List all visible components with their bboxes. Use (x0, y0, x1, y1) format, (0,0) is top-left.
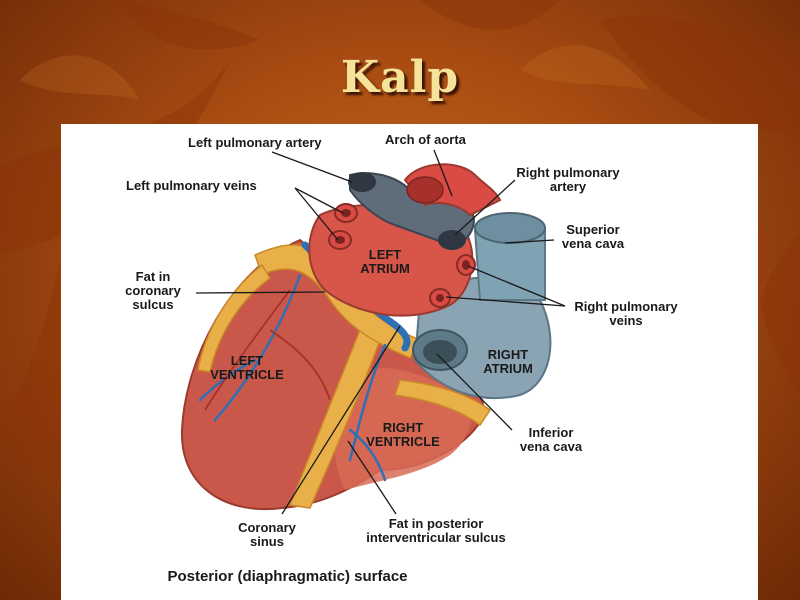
label-fat-in-coronary-sulcus: Fat in coronary sulcus (110, 270, 196, 312)
right-pulmonary-artery-opening (438, 230, 466, 250)
label-arch-of-aorta: Arch of aorta (385, 132, 466, 147)
label-right-ventricle: RIGHT VENTRICLE (354, 421, 452, 449)
left-pulmonary-artery-opening (348, 172, 376, 192)
label-right-ventricle-line2: VENTRICLE (366, 434, 440, 449)
leader-lines (195, 149, 566, 515)
label-fat-coronary-line2: coronary (125, 283, 181, 298)
label-right-ventricle-line1: RIGHT (382, 420, 424, 435)
label-right-pulmonary-veins-line1: Right pulmonary (574, 299, 678, 314)
label-inferior-vena-cava: Inferior vena cava (508, 426, 594, 454)
label-left-pulmonary-artery: Left pulmonary artery (188, 135, 322, 150)
label-right-pulmonary-veins: Right pulmonary veins (562, 300, 690, 328)
label-superior-vena-cava-line1: Superior (566, 222, 620, 237)
label-right-pulmonary-artery-line2: artery (549, 179, 587, 194)
slide-title: Kalp (340, 52, 460, 103)
label-left-atrium-line2: ATRIUM (360, 261, 410, 276)
label-fat-coronary-line1: Fat in (135, 269, 171, 284)
coronary-arteries (204, 289, 331, 411)
label-right-atrium-line2: ATRIUM (483, 361, 533, 376)
label-fat-in-posterior-interventricular-sulcus: Fat in posterior interventricular sulcus (350, 517, 522, 545)
label-left-ventricle-line2: VENTRICLE (210, 367, 284, 382)
label-right-atrium: RIGHT ATRIUM (472, 348, 544, 376)
inferior-vena-cava-lumen (423, 340, 457, 364)
label-superior-vena-cava: Superior vena cava (553, 223, 633, 251)
label-superior-vena-cava-line2: vena cava (561, 236, 625, 251)
label-inferior-vena-cava-line1: Inferior (528, 425, 574, 440)
label-right-pulmonary-veins-line2: veins (609, 313, 643, 328)
label-coronary-sinus-line1: Coronary (238, 520, 296, 535)
aorta-opening (406, 176, 444, 204)
label-left-ventricle-line1: LEFT (230, 353, 264, 368)
label-left-pulmonary-veins: Left pulmonary veins (126, 178, 257, 193)
fat-right-margin (394, 379, 492, 427)
diagram-caption: Posterior (diaphragmatic) surface (167, 568, 408, 585)
label-right-pulmonary-artery-line1: Right pulmonary (516, 165, 620, 180)
label-coronary-sinus-line2: sinus (250, 534, 284, 549)
label-left-atrium-line1: LEFT (368, 247, 402, 262)
label-fat-coronary-line3: sulcus (132, 297, 174, 312)
pulmonary-artery (349, 172, 475, 247)
label-left-atrium: LEFT ATRIUM (345, 248, 425, 276)
right-pulmonary-veins-shapes (429, 254, 476, 308)
label-left-ventricle: LEFT VENTRICLE (198, 354, 296, 382)
label-inferior-vena-cava-line2: vena cava (519, 439, 583, 454)
label-right-pulmonary-artery: Right pulmonary artery (508, 166, 628, 194)
label-fat-posterior-line2: interventricular sulcus (366, 530, 506, 545)
label-right-atrium-line1: RIGHT (487, 347, 529, 362)
label-coronary-sinus: Coronary sinus (228, 521, 306, 549)
superior-vena-cava-opening (474, 212, 546, 244)
label-fat-posterior-line1: Fat in posterior (388, 516, 484, 531)
